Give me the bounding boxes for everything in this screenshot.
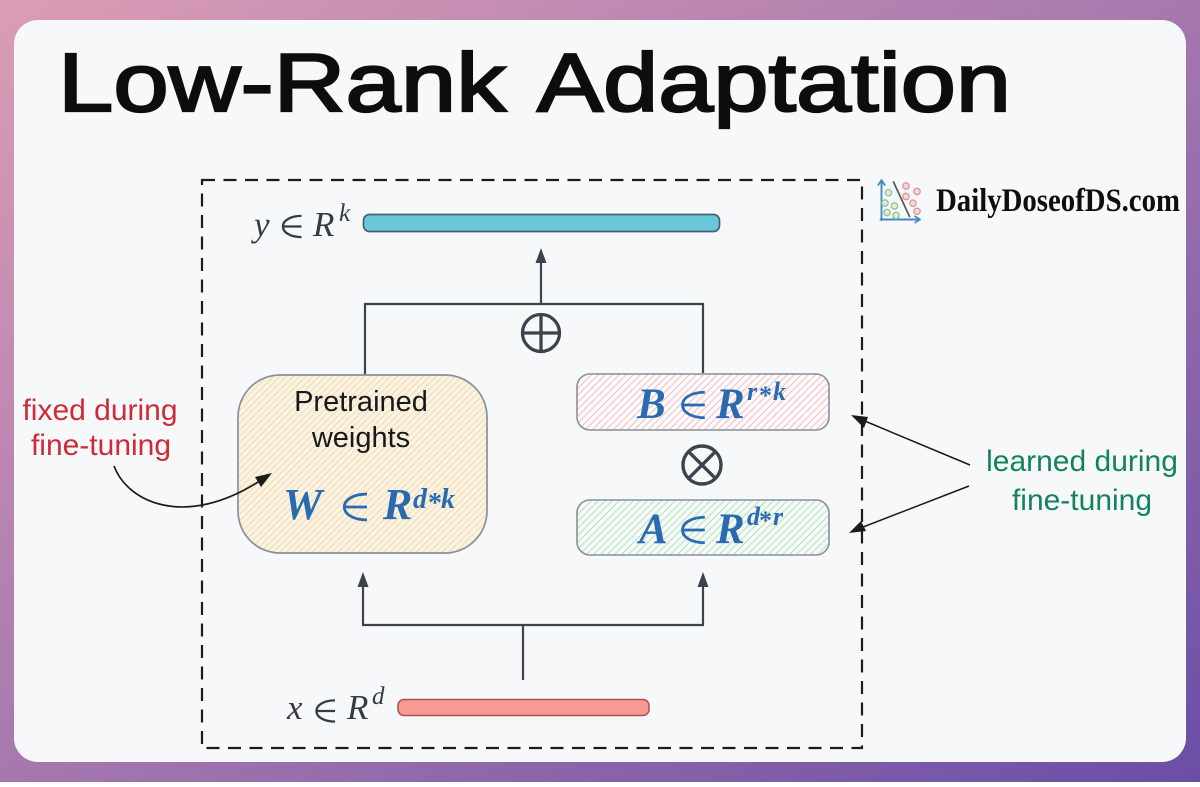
svg-text:d: d [413,484,428,515]
svg-text:weights: weights [311,422,410,454]
svg-text:k: k [441,484,455,515]
svg-text:R: R [382,480,412,529]
svg-text:*: * [759,506,772,535]
svg-text:y: y [251,205,270,244]
svg-text:Adaptation: Adaptation [537,36,1011,129]
svg-text:R: R [312,205,334,244]
svg-text:d: d [372,683,385,710]
svg-text:r: r [773,502,784,531]
svg-text:x: x [286,688,303,727]
svg-text:R: R [346,688,368,727]
svg-text:k: k [339,200,351,227]
svg-text:Low-Rank: Low-Rank [58,36,507,129]
svg-text:W: W [283,480,325,529]
svg-text:DailyDoseofDS.com: DailyDoseofDS.com [936,183,1180,219]
svg-text:Pretrained: Pretrained [294,386,428,418]
svg-text:*: * [428,488,442,519]
svg-text:d: d [747,502,761,531]
svg-text:r: r [747,377,758,406]
svg-text:fine-tuning: fine-tuning [1012,484,1152,517]
svg-text:R: R [715,506,745,553]
svg-text:*: * [759,381,772,410]
svg-text:fine-tuning: fine-tuning [31,429,171,462]
svg-text:A: A [636,506,668,553]
svg-text:learned during: learned during [986,445,1178,478]
svg-text:B: B [636,381,666,428]
svg-text:R: R [715,381,745,428]
svg-text:fixed during: fixed during [22,394,177,427]
svg-text:k: k [773,377,786,406]
